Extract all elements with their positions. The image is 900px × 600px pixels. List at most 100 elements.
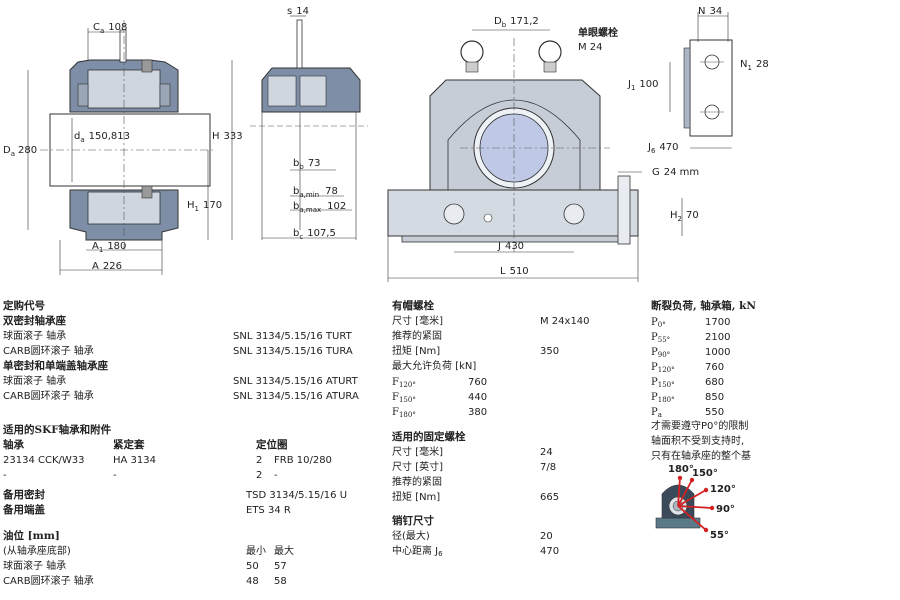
break-p55-label: P55°	[651, 332, 671, 344]
locate-title: 油位 [mm]	[3, 530, 60, 542]
skf-row1-qty: 2	[256, 455, 263, 466]
break-load-title: 断裂负荷, 轴承箱, kN	[651, 300, 756, 312]
skf-row1-bearing: 23134 CCK/W33	[3, 455, 85, 466]
double-seal-code-2: SNL 3134/5.15/16 TURA	[233, 346, 353, 357]
fix-bolt-title: 适用的固定螺栓	[392, 431, 466, 443]
skf-row2-ring: -	[274, 470, 278, 481]
skf-row2-qty: 2	[256, 470, 263, 481]
load-f120-label: F120°	[392, 377, 416, 389]
break-p180-label: P180°	[651, 392, 675, 404]
break-pa-value: 550	[705, 407, 725, 418]
break-p120-label: P120°	[651, 362, 675, 374]
break-p150-label: P150°	[651, 377, 675, 389]
single-seal-label-2: CARB圆环滚子 轴承	[3, 391, 94, 402]
break-p150-value: 680	[705, 377, 725, 388]
cap-bolt-torque-value: 350	[540, 346, 560, 357]
skf-title: 适用的SKF轴承和附件	[3, 424, 112, 436]
single-seal-title: 单密封和单端盖轴承座	[3, 360, 108, 372]
skf-row2-bearing: -	[3, 470, 7, 481]
skf-header-sleeve: 紧定套	[113, 439, 145, 451]
single-seal-label-1: 球面滚子 轴承	[3, 376, 67, 387]
break-pa-label: Pa	[651, 407, 662, 419]
break-p120-value: 760	[705, 362, 725, 373]
locate-min-header: 最小	[246, 546, 266, 557]
load-f150-label: F150°	[392, 392, 416, 404]
load-f180-value: 380	[468, 407, 488, 418]
cap-bolt-size-label: 尺寸 [毫米]	[392, 316, 443, 327]
skf-row1-sleeve: HA 3134	[113, 455, 156, 466]
load-f120-value: 760	[468, 377, 488, 388]
load-direction-diagram: 180° 150° 120° 90° 55°	[655, 464, 736, 541]
dowel-dia-value: 20	[540, 531, 553, 542]
skf-row2-sleeve: -	[113, 470, 117, 481]
locate-row1-max: 57	[274, 561, 287, 572]
dowel-dist-value: 470	[540, 546, 560, 557]
skf-header-bearing: 轴承	[3, 439, 24, 451]
single-seal-code-1: SNL 3134/5.15/16 ATURT	[233, 376, 358, 387]
fix-size-mm-value: 24	[540, 447, 553, 458]
locate-row2-min: 48	[246, 576, 259, 587]
spare-cap-value: ETS 34 R	[246, 505, 291, 516]
break-p0-label: P0°	[651, 317, 666, 329]
eyebolt-size: M 24	[578, 42, 603, 53]
spare-cap-label: 备用端盖	[3, 504, 45, 516]
eyebolt-title: 单眼螺栓	[578, 26, 618, 39]
break-note-2: 轴面积不受到支持时,	[651, 436, 745, 447]
load-f150-value: 440	[468, 392, 488, 403]
break-p55-value: 2100	[705, 332, 731, 343]
cap-bolt-torque-label: 扭矩 [Nm]	[392, 346, 441, 357]
break-p180-value: 850	[705, 392, 725, 403]
locate-max-header: 最大	[274, 546, 294, 557]
locate-row2-label: CARB圆环滚子 轴承	[3, 576, 94, 587]
double-seal-code-1: SNL 3134/5.15/16 TURT	[233, 331, 352, 342]
single-seal-code-2: SNL 3134/5.15/16 ATURA	[233, 391, 359, 402]
angle-180: 180°	[668, 464, 694, 475]
cap-bolt-size-value: M 24x140	[540, 316, 590, 327]
fix-size-in-label: 尺寸 [英寸]	[392, 462, 443, 473]
skf-header-ring: 定位圈	[256, 439, 288, 451]
fix-torque-reco: 推荐的紧固	[392, 477, 442, 488]
fix-torque-value: 665	[540, 492, 560, 503]
skf-row1-ring: FRB 10/280	[274, 455, 332, 466]
locate-sub: (从轴承座底部)	[3, 546, 71, 557]
fix-size-in-value: 7/8	[540, 462, 557, 473]
angle-120: 120°	[710, 484, 736, 495]
spare-seal-label: 备用密封	[3, 489, 45, 501]
double-seal-label-1: 球面滚子 轴承	[3, 331, 67, 342]
angle-55: 55°	[710, 530, 729, 541]
break-note-3: 只有在轴承座的整个基	[651, 451, 751, 462]
angle-150: 150°	[692, 468, 718, 479]
load-f180-label: F180°	[392, 407, 416, 419]
cap-bolt-title: 有帽螺栓	[392, 300, 434, 312]
dowel-dist-label: 中心距离 J6	[392, 546, 443, 558]
break-p90-value: 1000	[705, 347, 731, 358]
fix-size-mm-label: 尺寸 [毫米]	[392, 447, 443, 458]
fix-torque-label: 扭矩 [Nm]	[392, 492, 441, 503]
cap-bolt-torque-reco: 推荐的紧固	[392, 331, 442, 342]
locate-row2-max: 58	[274, 576, 287, 587]
